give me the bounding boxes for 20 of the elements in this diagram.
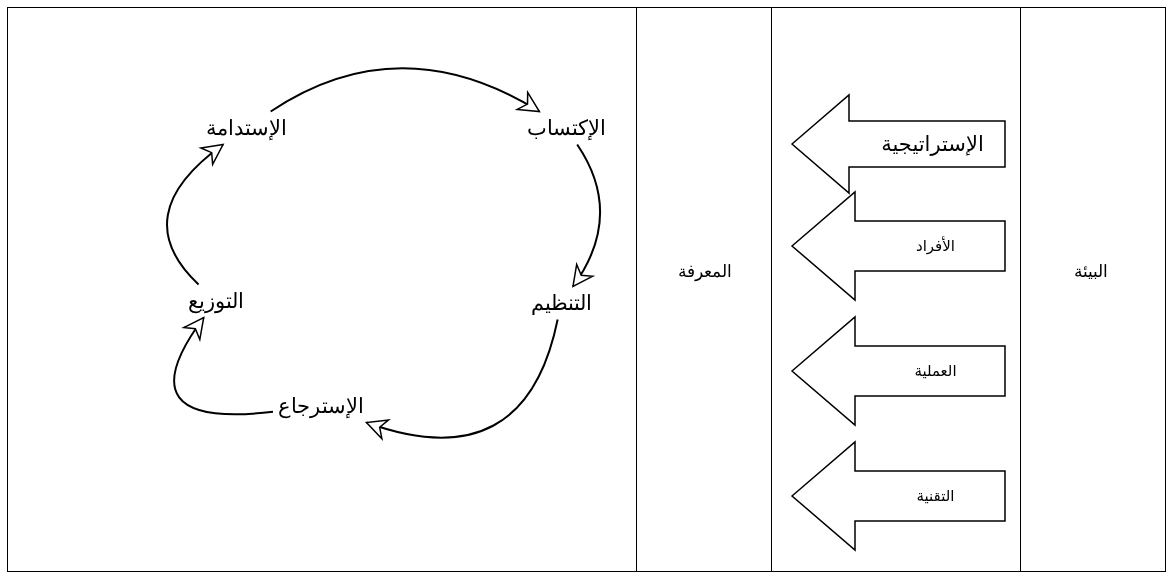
stage-label: الإسترجاع	[276, 392, 366, 420]
table-cell	[7, 7, 637, 572]
stage-label: الإكتساب	[524, 114, 608, 142]
cell-label: المعرفة	[678, 261, 732, 281]
curved-arrow	[269, 67, 541, 113]
arrow-label: التقنية	[916, 487, 955, 505]
curved-arrow	[572, 143, 602, 288]
curved-arrow	[365, 318, 559, 439]
cell-label: البيئة	[1074, 261, 1108, 281]
stage-label: الإستدامة	[203, 114, 289, 142]
arrow-label: العملية	[914, 362, 957, 380]
arrow-label: الأفراد	[916, 237, 955, 255]
table-cell	[1020, 7, 1166, 572]
table-cell	[636, 7, 772, 572]
curved-arrow	[166, 143, 225, 286]
stage-label: التوزيع	[186, 287, 246, 315]
stage-label: التنظيم	[528, 289, 594, 317]
arrow-label: الإستراتيجية	[881, 132, 984, 156]
table-cell	[771, 7, 1021, 572]
curved-arrow	[173, 316, 274, 416]
